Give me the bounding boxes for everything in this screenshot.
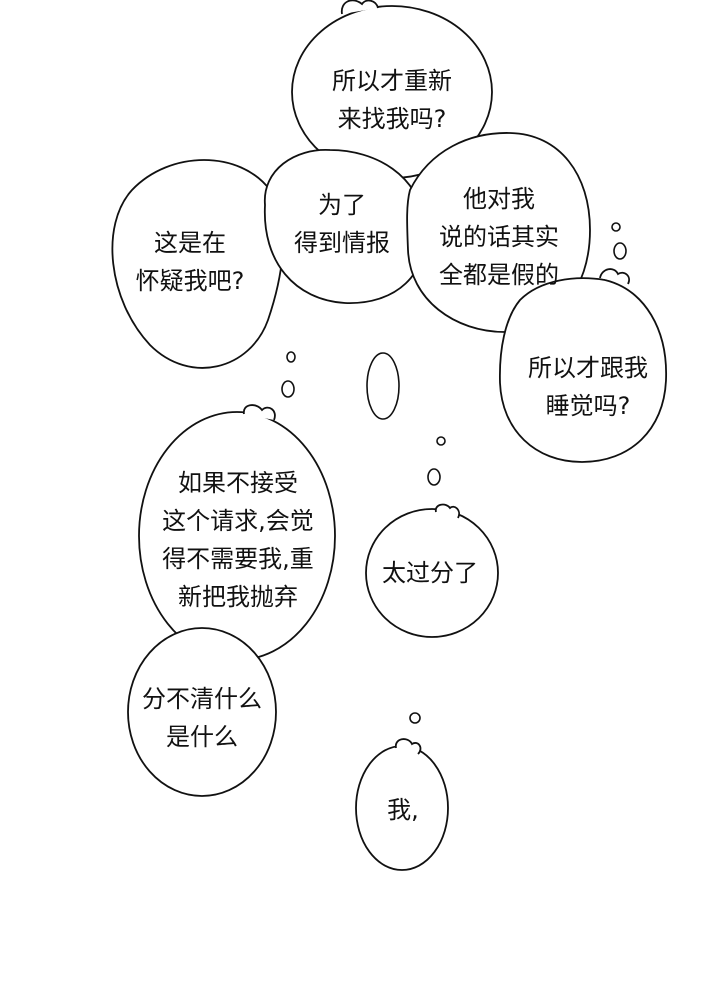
thought-oval (366, 352, 400, 420)
speech-bubble-3 (111, 159, 284, 369)
bubble-line: 睡觉吗? (545, 392, 631, 420)
bubble-line: 分不清什么 (142, 685, 262, 713)
speech-bubble-1 (291, 0, 493, 179)
bubble-text-4: 他对我 说的话其实 全都是假的 (439, 180, 559, 294)
bubble-text-6: 如果不接受 这个请求,会觉 得不需要我,重 新把我抛弃 (162, 464, 314, 616)
bubble-line: 新把我抛弃 (177, 583, 298, 611)
bubble-line: 全都是假的 (439, 261, 559, 289)
bubble-line: 他对我 (463, 185, 535, 213)
bubble-line: 所以才重新 (332, 67, 452, 95)
bubble-line: 我, (387, 796, 419, 824)
bubble-text-7: 太过分了 (382, 554, 478, 592)
bubble-text-2: 为了 得到情报 (294, 186, 390, 262)
bubble-line: 得不需要我,重 (162, 545, 314, 573)
thought-dot (613, 242, 627, 260)
thought-dot (286, 351, 296, 363)
bubble-line: 为了 (318, 191, 366, 219)
speech-bubble-8 (127, 627, 277, 797)
bubble-text-5: 所以才跟我 睡觉吗? (528, 349, 648, 425)
bubble-line: 怀疑我吧? (135, 267, 245, 295)
thought-dot (427, 468, 441, 486)
bubble-line: 来找我吗? (337, 105, 447, 133)
speech-bubble-5 (499, 268, 667, 463)
thought-dot (436, 436, 446, 446)
bubble-text-9: 我, (387, 791, 419, 829)
bubble-text-8: 分不清什么 是什么 (142, 680, 262, 756)
bubble-line: 太过分了 (382, 559, 478, 587)
thought-dot (409, 712, 421, 724)
thought-dot (281, 380, 295, 398)
bubble-line: 是什么 (166, 723, 238, 751)
bubble-text-3: 这是在 怀疑我吧? (136, 224, 245, 300)
speech-bubble-9 (355, 738, 449, 871)
bubble-line: 说的话其实 (439, 223, 559, 251)
bubble-line: 得到情报 (294, 229, 390, 257)
bubble-line: 这个请求,会觉 (162, 507, 314, 535)
bubble-line: 这是在 (154, 229, 226, 257)
thought-dot (611, 222, 621, 232)
bubble-line: 所以才跟我 (528, 354, 648, 382)
speech-bubble-7 (365, 503, 499, 638)
bubble-text-1: 所以才重新 来找我吗? (332, 62, 452, 138)
bubble-line: 如果不接受 (177, 469, 298, 497)
